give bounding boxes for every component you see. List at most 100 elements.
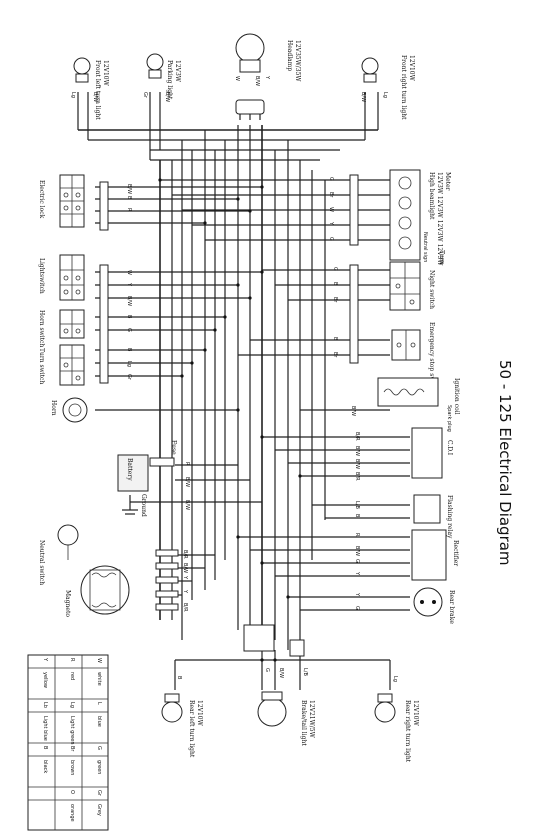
svg-text:Br: Br xyxy=(332,352,338,358)
svg-text:Br: Br xyxy=(328,192,334,198)
svg-text:Emergency stop switch: Emergency stop switch xyxy=(428,322,435,393)
rectifier: Rectifier R B/W G Y xyxy=(354,529,459,581)
rear-brake: Rear brake Y G xyxy=(354,587,455,624)
svg-text:B/W: B/W xyxy=(184,477,190,487)
junction-dots xyxy=(158,178,302,662)
svg-text:B/R: B/R xyxy=(354,432,360,441)
svg-text:B/W: B/W xyxy=(126,296,132,306)
svg-text:Gr: Gr xyxy=(96,790,102,797)
svg-text:12V10W: 12V10W xyxy=(196,700,203,727)
svg-text:Y: Y xyxy=(354,571,360,576)
svg-text:W: W xyxy=(96,658,102,663)
svg-text:O: O xyxy=(69,790,75,794)
svg-text:Electric lock: Electric lock xyxy=(38,180,45,219)
lightswitch: Lightswitch W Y B/W xyxy=(38,254,132,306)
svg-text:B/R: B/R xyxy=(182,550,188,559)
svg-text:black: black xyxy=(42,760,48,773)
night-switch: Night switch G B Br xyxy=(332,261,435,311)
svg-text:Br: Br xyxy=(332,297,338,303)
svg-text:W: W xyxy=(234,76,240,81)
svg-text:Rear right turn light: Rear right turn light xyxy=(404,700,411,763)
svg-text:B/W: B/W xyxy=(164,92,170,102)
turn-switch: Turn switch B Lg Gr xyxy=(38,344,132,386)
svg-text:12V3W: 12V3W xyxy=(174,60,181,83)
svg-text:B: B xyxy=(332,282,338,286)
svg-text:Y: Y xyxy=(328,221,334,226)
horn-switch: Horn switch B G xyxy=(38,309,132,347)
svg-text:B: B xyxy=(176,676,182,680)
svg-text:B/W: B/W xyxy=(184,500,190,510)
neutral-switch: Neutral switch B/R B/W xyxy=(38,524,188,585)
svg-text:Rectifier: Rectifier xyxy=(452,540,459,566)
svg-text:B/W: B/W xyxy=(92,92,98,102)
svg-text:L/B: L/B xyxy=(302,668,308,676)
svg-text:G: G xyxy=(328,237,334,241)
svg-text:Ground: Ground xyxy=(140,494,147,517)
svg-text:B/W: B/W xyxy=(354,446,360,456)
svg-text:B: B xyxy=(332,337,338,341)
svg-text:Y: Y xyxy=(354,592,360,597)
svg-text:Lg: Lg xyxy=(392,676,398,682)
svg-text:Brake/tail light: Brake/tail light xyxy=(300,700,307,746)
svg-text:red: red xyxy=(69,672,75,680)
brake-tail-light: Brake/tail light 12V21W/5W G B/W L/B xyxy=(257,668,315,746)
svg-text:Lightswitch: Lightswitch xyxy=(38,258,45,294)
svg-text:B: B xyxy=(126,315,132,319)
svg-text:Gr: Gr xyxy=(126,374,132,381)
svg-text:B: B xyxy=(126,348,132,352)
svg-text:green: green xyxy=(96,760,102,774)
svg-text:B/R: B/R xyxy=(182,603,188,612)
svg-text:12V10W: 12V10W xyxy=(408,55,415,82)
svg-text:G: G xyxy=(328,177,334,181)
svg-text:B/W: B/W xyxy=(350,406,356,416)
svg-text:Gr: Gr xyxy=(142,92,148,99)
svg-text:L/B: L/B xyxy=(354,501,360,509)
svg-text:L: L xyxy=(96,702,102,705)
svg-text:Y: Y xyxy=(182,589,188,594)
svg-text:B/W: B/W xyxy=(354,546,360,556)
diagram-title: 50 - 125 Electrical Diagram xyxy=(496,360,514,566)
front-right-turn-light: Front right turn light 12V10W B/W Lg xyxy=(360,55,415,120)
svg-text:Neutral switch: Neutral switch xyxy=(38,540,45,585)
svg-text:Flashing relay: Flashing relay xyxy=(446,495,453,539)
ground: Ground B/W xyxy=(122,494,190,517)
meter-panel: High beamlight 12V3W 12V3W 12V3W 12V3W M… xyxy=(328,169,451,266)
svg-text:B/W: B/W xyxy=(278,668,284,678)
headlamp: Headlamp 12V35W/35W W B/W Y xyxy=(234,33,301,86)
svg-text:R: R xyxy=(184,462,190,466)
svg-text:Headlamp: Headlamp xyxy=(286,40,293,71)
svg-text:Y: Y xyxy=(126,282,132,287)
connector-bars xyxy=(99,99,359,657)
front-left-turn-light: Front left turn light 12V10W Lg B/W xyxy=(70,57,109,120)
svg-text:12V35W/35W: 12V35W/35W xyxy=(294,40,301,82)
svg-text:Y: Y xyxy=(42,657,48,662)
svg-text:Light green: Light green xyxy=(69,716,75,745)
svg-text:B/R: B/R xyxy=(354,472,360,481)
svg-text:B/W: B/W xyxy=(182,563,188,573)
rear-right-turn-light: Rear right turn light 12V10W Lg xyxy=(374,676,419,763)
svg-text:Lg: Lg xyxy=(70,92,76,98)
svg-text:B/W: B/W xyxy=(254,76,260,86)
svg-text:Ignition coil: Ignition coil xyxy=(453,378,460,415)
svg-text:white: white xyxy=(96,672,102,686)
horn: Horn xyxy=(50,397,88,423)
fuse: Fuse R B/W xyxy=(149,440,190,487)
rear-left-turn-light: Rear left turn light 12V10W B xyxy=(161,676,203,758)
svg-text:High beamlight: High beamlight xyxy=(428,172,435,220)
svg-text:G: G xyxy=(126,328,132,332)
emergency-stop-switch: Emergency stop switch B Br xyxy=(332,322,435,393)
svg-text:B/W: B/W xyxy=(354,459,360,469)
electric-lock: Electric lock B/W B R xyxy=(38,174,132,228)
svg-text:W: W xyxy=(126,270,132,275)
svg-text:B: B xyxy=(126,196,132,200)
wire-trunks xyxy=(77,92,410,690)
svg-text:Light blue: Light blue xyxy=(42,716,48,741)
svg-text:W: W xyxy=(328,207,334,212)
magneto-connectors xyxy=(155,549,179,611)
svg-text:Horn: Horn xyxy=(50,400,57,416)
svg-text:Front left turn light: Front left turn light xyxy=(94,60,101,120)
svg-text:C.D.I: C.D.I xyxy=(446,440,453,456)
svg-text:Br: Br xyxy=(69,746,75,752)
svg-text:Neutral sign: Neutral sign xyxy=(422,232,428,262)
